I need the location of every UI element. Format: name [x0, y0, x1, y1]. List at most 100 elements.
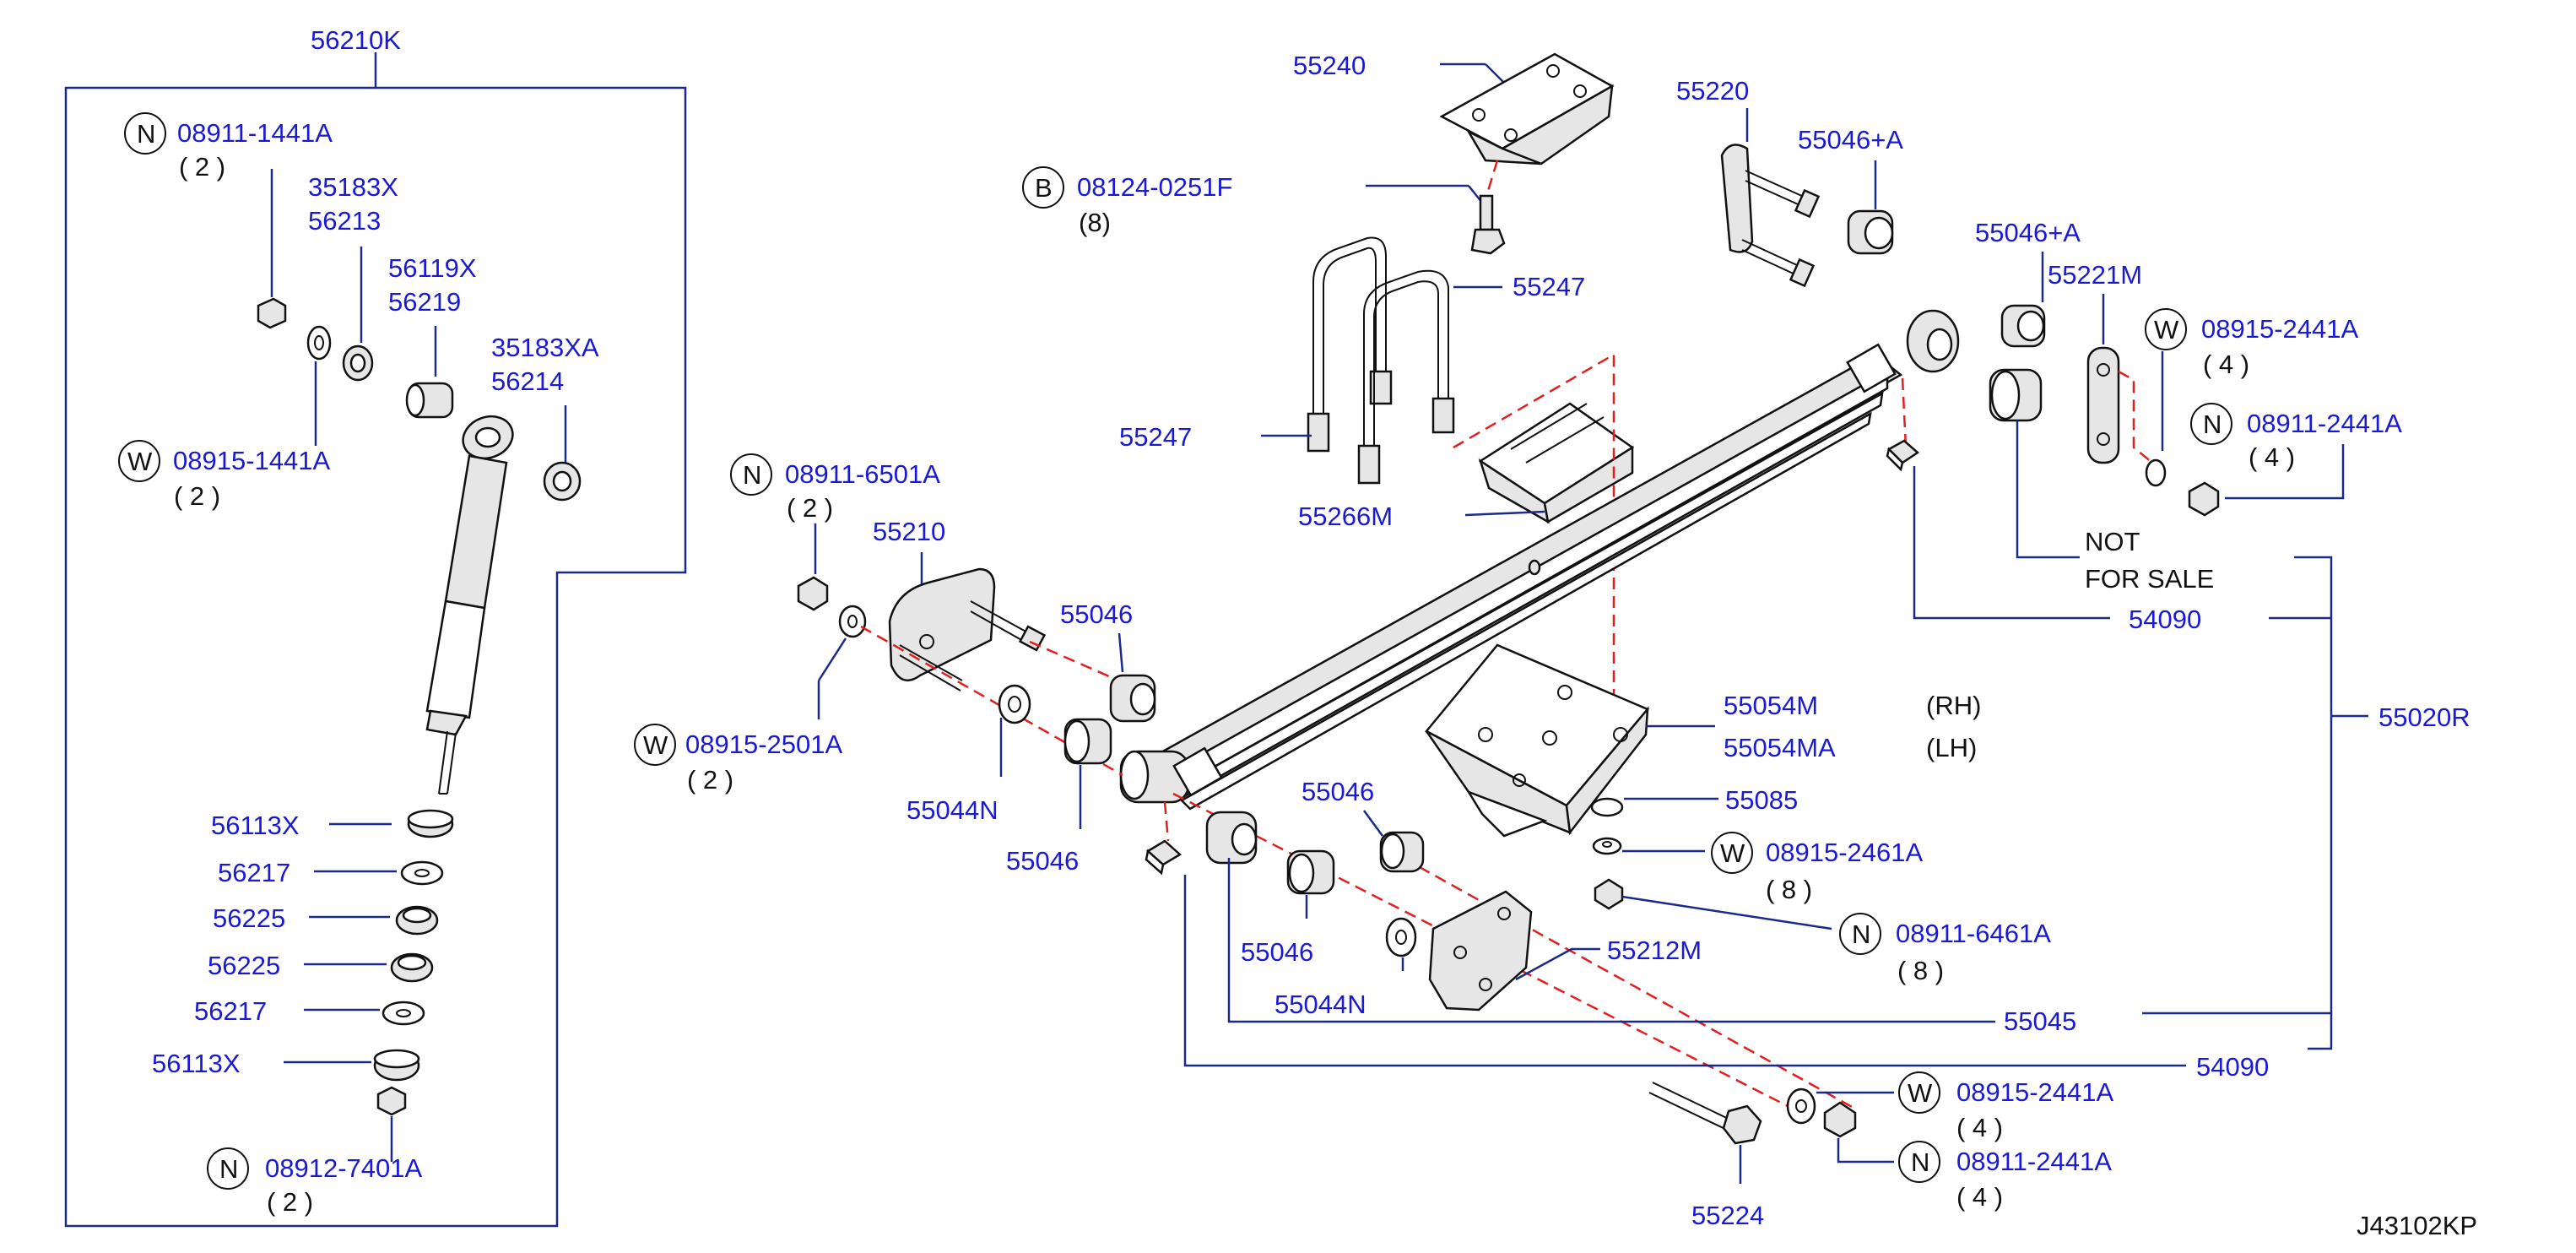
diagram-code: J43102KP: [2357, 1211, 2477, 1240]
label-55212M[interactable]: 55212M: [1607, 936, 1702, 965]
label-08911-2441A-rear[interactable]: 08911-2441A: [1956, 1147, 2112, 1176]
nut-symbol-letter: N: [219, 1154, 238, 1184]
label-56219[interactable]: 56219: [388, 287, 461, 317]
label-55044N-rear[interactable]: 55044N: [1274, 990, 1366, 1019]
label-08911-2441A-shackle[interactable]: 08911-2441A: [2247, 409, 2402, 438]
label-08124-0251F[interactable]: 08124-0251F: [1077, 172, 1232, 202]
spring-spacer-icon: [1478, 402, 1635, 524]
bolt-symbol-letter: B: [1035, 173, 1053, 203]
label-55085[interactable]: 55085: [1725, 785, 1798, 815]
label-55247-lower[interactable]: 55247: [1119, 422, 1192, 452]
qty-08911-6461A: ( 8 ): [1897, 956, 1944, 985]
label-55046+A-right[interactable]: 55046+A: [1975, 218, 2081, 247]
washer-icon: [1590, 797, 1624, 817]
label-55224[interactable]: 55224: [1691, 1201, 1764, 1230]
label-55046+A-upper[interactable]: 55046+A: [1798, 125, 1903, 155]
qty-08911-2441A-rear: ( 4 ): [1956, 1182, 2003, 1212]
label-54090-upper[interactable]: 54090: [2129, 605, 2201, 634]
washer-icon: [400, 860, 444, 886]
bolt-symbol: [1022, 166, 1064, 209]
label-56217-lower[interactable]: 56217: [194, 996, 267, 1026]
label-55247-upper[interactable]: 55247: [1513, 272, 1585, 301]
bushing-icon: [998, 684, 1031, 724]
u-bolt-icon: [1307, 236, 1393, 453]
label-08915-1441A[interactable]: 08915-1441A: [173, 446, 330, 475]
washer-icon: [2145, 458, 2167, 487]
nut-symbol-letter: N: [1911, 1147, 1929, 1177]
label-56217-upper[interactable]: 56217: [218, 858, 290, 887]
shackle-icon: [1720, 144, 1821, 288]
washer-symbol-letter: W: [643, 730, 668, 760]
label-08915-2501A[interactable]: 08915-2501A: [685, 730, 842, 759]
nut-icon: [1823, 1101, 1857, 1138]
label-56213[interactable]: 56213: [308, 206, 381, 236]
bushing-icon: [1847, 209, 1894, 255]
label-08911-6461A[interactable]: 08911-6461A: [1896, 919, 2051, 948]
washer-symbol-letter: W: [1720, 838, 1745, 868]
nut-icon: [1594, 878, 1624, 910]
label-54090-lower[interactable]: 54090: [2196, 1052, 2269, 1082]
label-56225-upper[interactable]: 56225: [213, 903, 285, 933]
qty-08915-2441A-shackle: ( 4 ): [2203, 350, 2249, 379]
label-55054MA[interactable]: 55054MA: [1724, 733, 1836, 762]
washer-symbol: [118, 440, 160, 482]
label-56214[interactable]: 56214: [491, 366, 564, 396]
nut-symbol: [124, 112, 166, 155]
label-55221M[interactable]: 55221M: [2048, 260, 2142, 290]
label-08911-1441A[interactable]: 08911-1441A: [177, 118, 333, 148]
washer-symbol-letter: W: [1908, 1078, 1933, 1108]
washer-symbol: [634, 724, 676, 766]
label-55266M[interactable]: 55266M: [1298, 502, 1393, 531]
qty-08911-6501A: ( 2 ): [787, 493, 833, 523]
washer-icon: [1786, 1088, 1816, 1125]
qty-08912-7401A: ( 2 ): [267, 1187, 313, 1217]
bushing-icon: [1205, 811, 1258, 865]
label-55054M[interactable]: 55054M: [1724, 691, 1818, 720]
nut-symbol: [1839, 913, 1881, 955]
label-08915-2441A-shackle[interactable]: 08915-2441A: [2201, 314, 2358, 344]
label-56113X-lower[interactable]: 56113X: [152, 1049, 241, 1078]
label-55210[interactable]: 55210: [873, 517, 945, 546]
nut-symbol: [2190, 403, 2232, 445]
qty-08915-2461A: ( 8 ): [1766, 875, 1812, 904]
label-55046-rear-bottom[interactable]: 55046: [1241, 937, 1313, 967]
label-55045[interactable]: 55045: [2004, 1006, 2076, 1036]
shackle-plate-icon: [1428, 890, 1533, 1012]
label-08915-2461A[interactable]: 08915-2461A: [1766, 838, 1923, 867]
label-08911-6501A[interactable]: 08911-6501A: [785, 459, 940, 489]
label-55046-rear-top[interactable]: 55046: [1302, 777, 1374, 806]
label-55220[interactable]: 55220: [1676, 76, 1749, 106]
label-55046-front-bottom[interactable]: 55046: [1006, 846, 1079, 876]
washer-symbol-letter: W: [2154, 315, 2179, 344]
label-55044N-front[interactable]: 55044N: [906, 795, 998, 825]
label-56113X-upper[interactable]: 56113X: [211, 811, 300, 840]
bushing-icon: [1379, 831, 1425, 873]
washer-symbol: [1898, 1071, 1940, 1114]
shock-absorber-group-frame: [64, 86, 687, 1228]
label-08915-2441A-rear[interactable]: 08915-2441A: [1956, 1077, 2113, 1107]
label-lh: (LH): [1926, 733, 1977, 762]
washer-icon: [1385, 917, 1417, 957]
nut-icon: [257, 297, 287, 329]
bolt-icon: [1470, 194, 1506, 255]
bushing-icon: [1109, 674, 1156, 723]
nut-symbol-letter: N: [743, 460, 761, 490]
nut-icon: [2188, 481, 2220, 517]
label-55240[interactable]: 55240: [1293, 51, 1366, 80]
label-08912-7401A[interactable]: 08912-7401A: [265, 1153, 422, 1183]
label-56119X[interactable]: 56119X: [388, 253, 477, 283]
bump-stop-rubber-icon: [1145, 839, 1182, 876]
label-35183X[interactable]: 35183X: [308, 172, 398, 202]
label-55020R[interactable]: 55020R: [2378, 702, 2470, 732]
nut-symbol-letter: N: [1852, 919, 1870, 949]
label-55046-front-top[interactable]: 55046: [1060, 599, 1133, 629]
washer-symbol: [1711, 832, 1753, 874]
washer-icon: [382, 1001, 425, 1026]
bushing-icon: [1286, 849, 1335, 895]
label-56210K[interactable]: 56210K: [311, 25, 401, 55]
leaf-spring-icon: [1119, 309, 1960, 811]
label-35183XA[interactable]: 35183XA: [491, 333, 599, 362]
washer-icon: [838, 605, 867, 638]
label-56225-lower[interactable]: 56225: [208, 951, 280, 980]
